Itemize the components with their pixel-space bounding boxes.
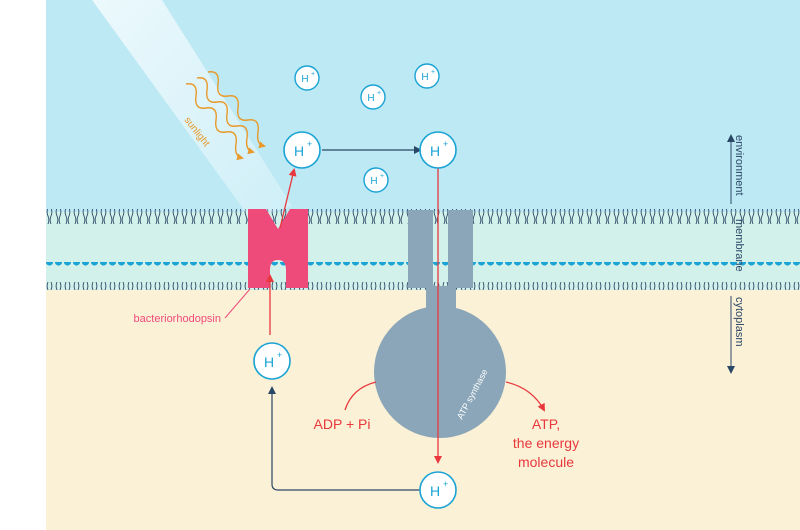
svg-text:H: H (421, 72, 428, 83)
svg-text:+: + (377, 90, 381, 97)
proton-ion-small: H + (294, 65, 320, 91)
cytoplasm-label: cytoplasm (733, 297, 745, 347)
proton-ion-released: H + (283, 131, 321, 169)
sunlight-rays (185, 71, 266, 161)
svg-text:+: + (443, 479, 448, 489)
bacteriorhodopsin-leader (224, 288, 251, 319)
proton-ion-cytoplasm-left: H + (253, 342, 291, 380)
svg-text:+: + (431, 69, 435, 76)
proton-ion-small: H + (360, 84, 386, 110)
svg-text:+: + (443, 139, 448, 149)
svg-text:+: + (307, 139, 312, 149)
svg-text:H: H (430, 483, 440, 499)
svg-text:+: + (311, 71, 315, 78)
membrane-label: membrane (733, 219, 745, 272)
proton-ion-small: H + (414, 63, 440, 89)
svg-text:+: + (277, 350, 282, 360)
bacteriorhodopsin-label: bacteriorhodopsin (134, 313, 221, 325)
svg-text:H: H (294, 143, 304, 159)
environment-label: environment (733, 135, 745, 196)
proton-return-arrow (268, 386, 420, 491)
adp-input-arrow (344, 381, 377, 411)
proton-arrow-through-bacteriorhodopsin (279, 168, 297, 229)
bacteriorhodopsin (248, 209, 308, 288)
proton-ion-cytoplasm-bottom: H + (419, 471, 457, 509)
svg-text:+: + (380, 173, 384, 180)
proton-ion-small: H + (363, 167, 389, 193)
atp-label: ATP, (532, 416, 560, 432)
svg-text:H: H (264, 354, 274, 370)
sunlight-beam (92, 0, 292, 218)
svg-text:H: H (301, 74, 308, 85)
atp-synthase (374, 210, 506, 438)
energy-label: the energy (513, 435, 579, 451)
svg-text:H: H (367, 93, 374, 104)
proton-ion-environment: H + (419, 131, 457, 169)
svg-text:H: H (430, 143, 440, 159)
adp-pi-label: ADP + Pi (314, 416, 371, 432)
atp-output-arrow (505, 381, 545, 412)
molecule-label: molecule (518, 454, 574, 470)
svg-text:H: H (370, 176, 377, 187)
